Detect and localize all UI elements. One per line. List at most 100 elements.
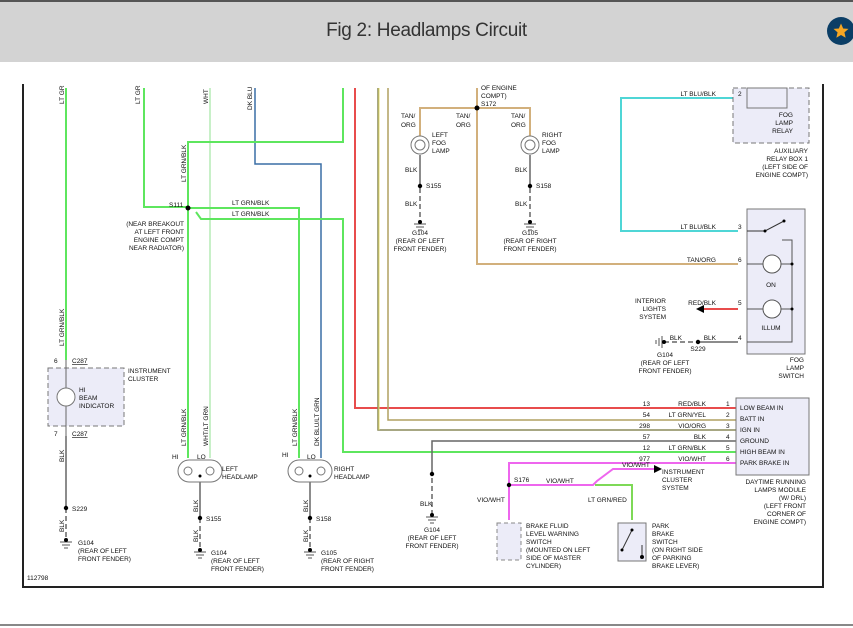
cluster-system-label: INSTRUMENT [662,469,705,476]
switch-label: LAMP [786,365,804,372]
label-s172: S172 [481,101,497,108]
park-brake-label: PARK [652,523,670,530]
wire-vioorg-drl [387,88,738,421]
label-blk: BLK [515,201,528,208]
ground-location: FRONT FENDER) [78,556,131,563]
label-blk: BLK [405,167,418,174]
pin-number: 4 [726,434,730,441]
circuit-number: 57 [643,434,651,441]
label-ltblublk: LT BLU/BLK [680,91,716,98]
drl-label: CORNER OF [767,511,806,518]
pin-6: 6 [738,257,742,264]
splice-s229-switch [695,339,701,345]
brake-fluid-label: (MOUNTED ON LEFT [526,547,590,554]
circuit-number: 298 [639,423,650,430]
ground-icon [60,541,72,549]
left-headlamp-label: HEADLAMP [222,474,258,481]
wire-ltgrnblk-s111-vert [187,88,344,458]
ground-icon [655,336,663,348]
brake-fluid-label: SWITCH [526,539,552,546]
lo-label: LO [307,454,316,461]
wire-color: LT GRN/YEL [669,412,707,419]
ground-location: (REAR OF LEFT [396,238,445,245]
label-blk: BLK [303,499,310,512]
wire-ltgrnyel-drl [377,88,738,431]
pin-name: GROUND [740,438,769,445]
label-ltgrnblk-h2: LT GRN/BLK [232,211,270,218]
arrow-interior-lights-icon [696,305,704,313]
relay-box-label: AUXILIARY [774,148,809,155]
ground-icon [194,551,206,559]
pin-number: 5 [726,445,730,452]
wire-blk-drl-ground [431,440,738,474]
splice-s229 [63,505,69,511]
label-blk: BLK [704,335,717,342]
left-headlamp [177,459,223,483]
wire-tanorg-switch [476,88,738,265]
park-brake-label: (ON RIGHT SIDE [652,547,703,554]
wire-ltgrnred [595,484,633,520]
brake-fluid-label: SIDE OF MASTER [526,555,581,562]
label-g105: G105 [522,230,538,237]
drl-module [735,397,810,476]
label-ltgrnblk-h1: LT GRN/BLK [232,200,270,207]
park-brake-label: BRAKE LEVER) [652,563,699,570]
right-headlamp-label: HEADLAMP [334,474,370,481]
label-s158: S158 [316,516,332,523]
brake-fluid-label: CYLINDER) [526,563,561,570]
bottom-border [0,624,853,626]
pin-7: 7 [54,431,58,438]
figure-number: 112798 [27,575,49,582]
label-blk: BLK [303,529,310,542]
label-s158: S158 [536,183,552,190]
label-g104: G104 [424,527,440,534]
interior-lights-label: SYSTEM [639,314,666,321]
relay-box-label: RELAY BOX 1 [766,156,808,163]
right-headlamp [287,459,333,483]
splice-s172 [474,105,480,111]
ground-location: FRONT FENDER) [394,246,447,253]
label-viowht: VIO/WHT [622,462,650,469]
label-viowht: VIO/WHT [477,497,505,504]
s111-note: ENGINE COMPT [134,237,184,244]
right-fog-lamp-label: FOG [542,140,556,147]
cluster-label: INSTRUMENT [128,368,171,375]
label-left-hl-hi: LT GRN/BLK [181,408,188,446]
brake-fluid-label: BRAKE FLUID [526,523,569,530]
left-headlamp-label: LEFT [222,466,238,473]
ground-location: FRONT FENDER) [406,543,459,550]
bookmark-button[interactable] [827,17,853,45]
park-brake-label: OF PARKING [652,555,692,562]
wire-color: VIO/WHT [678,456,706,463]
wire-ltgrnblk-right-hi [188,207,300,458]
label-left-hl-lo: WHT/LT GRN [203,406,210,446]
pin-name: BATT IN [740,416,765,423]
fog-lamp-switch [746,208,806,355]
right-fog-lamp [520,135,540,155]
label-blk: BLK [420,501,433,508]
ground-location: (REAR OF LEFT [641,360,690,367]
brake-fluid-switch [496,522,522,561]
label-tan: TAN/ [511,113,526,120]
drl-label: (W/ DRL) [779,495,806,502]
label-blk: BLK [59,449,66,462]
right-fog-lamp-label: RIGHT [542,132,562,139]
switch-illum-label: ILLUM [761,325,780,332]
label-ltgrn-top-2: LT GR [135,85,142,104]
label-ltgrn-top-1: LT GR [59,85,66,104]
wire-ltgrnblk-drl [195,211,738,453]
s172-note: COMPT) [481,93,507,100]
brake-fluid-label: LEVEL WARNING [526,531,579,538]
star-icon [833,23,849,38]
ground-location: FRONT FENDER) [211,566,264,573]
auxiliary-relay-box [732,87,810,144]
right-fog-lamp-label: LAMP [542,148,560,155]
label-ltgrnred: LT GRN/RED [588,497,627,504]
pin-name: IGN IN [740,427,760,434]
label-tan: TAN/ [401,113,416,120]
pin-5: 5 [738,300,742,307]
label-org: ORG [511,122,526,129]
left-fog-lamp [410,135,430,155]
splice-s111 [185,205,191,211]
label-wht-top: WHT [203,89,210,104]
